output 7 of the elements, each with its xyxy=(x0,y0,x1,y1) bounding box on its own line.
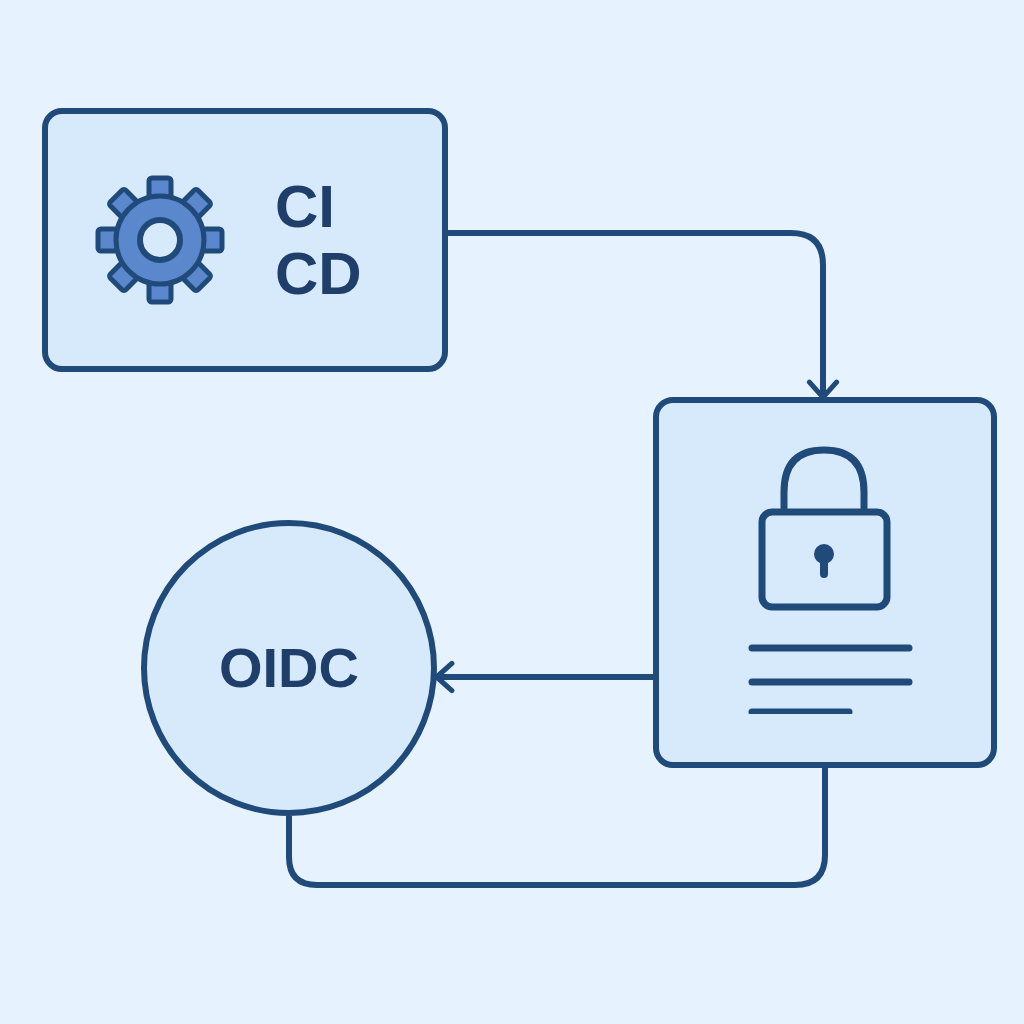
node-label: CI CD xyxy=(275,172,363,308)
connector-line xyxy=(286,768,828,888)
document-box xyxy=(653,397,997,768)
arrow xyxy=(434,660,653,694)
process-box xyxy=(42,108,448,372)
arrow xyxy=(448,230,840,400)
node-label: OIDC xyxy=(219,636,359,700)
